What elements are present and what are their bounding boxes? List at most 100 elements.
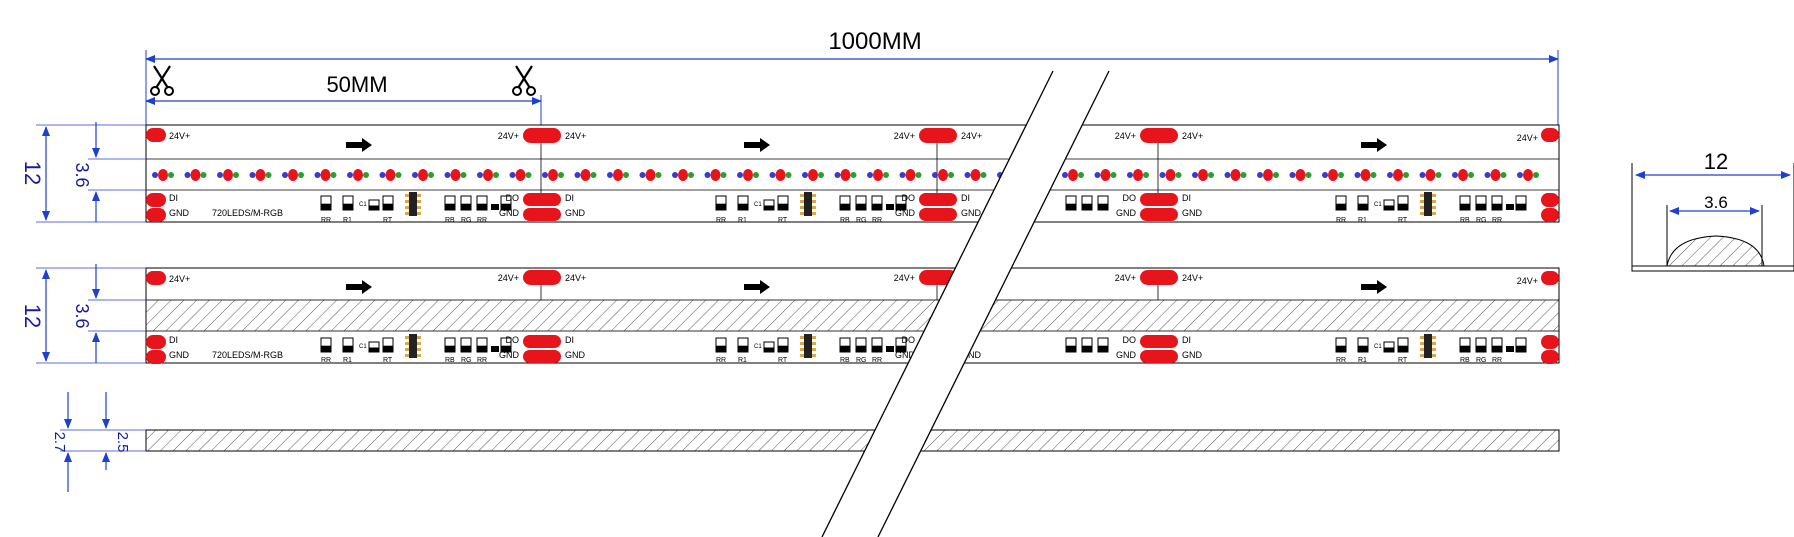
- driver-ic: [405, 192, 421, 216]
- height-outer-label: 2.7: [51, 432, 68, 453]
- rgb-led: [542, 169, 564, 181]
- pad-label-gnd: GND: [565, 350, 586, 360]
- pad-label-di: DI: [961, 193, 970, 203]
- rgb-led: [899, 169, 922, 181]
- component-label-rb: RB: [1460, 217, 1470, 224]
- rgb-led: [282, 169, 304, 181]
- rgb-led: [1387, 169, 1409, 181]
- rgb-led: [867, 169, 889, 181]
- component-label-rg: RG: [461, 357, 472, 364]
- solder-pad: [146, 208, 166, 222]
- component-label-rt: RT: [1398, 217, 1408, 224]
- rgb-led: [1094, 169, 1117, 181]
- pad-label-vplus: 24V+: [1182, 131, 1203, 141]
- component-label-rg: RG: [1476, 217, 1487, 224]
- solder-pad: [523, 350, 561, 363]
- solder-pad: [1541, 193, 1559, 207]
- arrow-right-icon: [1361, 280, 1387, 294]
- pad-label-gnd: GND: [499, 208, 520, 218]
- component-label-rg: RG: [856, 357, 867, 364]
- component-label-c1: C1: [1374, 344, 1382, 350]
- component-label-rr: RR: [716, 217, 726, 224]
- rgb-led: [1127, 169, 1149, 181]
- rgb-led: [477, 169, 499, 181]
- component-label-rb: RB: [840, 217, 850, 224]
- pad-label-gnd: GND: [169, 350, 190, 360]
- solder-pad: [1541, 271, 1559, 285]
- silicone-channel: [145, 299, 1560, 332]
- cut-length-dimension: 50MM: [145, 72, 542, 130]
- model-label: 720LEDS/M-RGB: [212, 350, 283, 360]
- rgb-led: [574, 169, 597, 181]
- rgb-led: [412, 169, 434, 181]
- component-label-r1: R1: [738, 357, 747, 364]
- pad-label-gnd: GND: [1116, 208, 1137, 218]
- rgb-led: [964, 169, 987, 181]
- pad-label-vplus: 24V+: [498, 273, 519, 283]
- pad-label-di: DI: [1182, 193, 1191, 203]
- pad-label-vplus: 24V+: [894, 273, 915, 283]
- pad-label-gnd: GND: [1182, 208, 1203, 218]
- solder-pad: [919, 270, 957, 285]
- solder-pad: [146, 193, 166, 207]
- component-label-rr: RR: [1336, 357, 1346, 364]
- rgb-led: [704, 169, 727, 181]
- component-label-rb: RB: [445, 357, 455, 364]
- driver-ic: [1420, 334, 1436, 358]
- solder-pad: [919, 128, 957, 143]
- solder-pad: [146, 271, 166, 285]
- solder-pad: [919, 208, 957, 221]
- profile-width-label: 12: [1704, 149, 1728, 174]
- rgb-led: [1484, 169, 1507, 181]
- solder-pad: [1541, 208, 1559, 222]
- pad-label-vplus: 24V+: [565, 131, 586, 141]
- rgb-led: [152, 169, 174, 181]
- component-label-c1: C1: [359, 202, 367, 208]
- pad-label-vplus: 24V+: [1182, 273, 1203, 283]
- rgb-led: [1257, 169, 1279, 181]
- pad-label-vplus: 24V+: [1517, 276, 1538, 286]
- solder-pad: [146, 350, 166, 364]
- rgb-led: [347, 169, 369, 181]
- total-length-dimension: 1000MM: [145, 28, 1559, 128]
- break-band: [822, 71, 1109, 537]
- pad-label-di: DI: [1182, 335, 1191, 345]
- driver-ic: [405, 334, 421, 358]
- silicone-width-label: 3.6: [72, 162, 92, 187]
- component-label-rr: RR: [321, 357, 331, 364]
- pad-label-di: DI: [565, 193, 574, 203]
- solder-pad: [1140, 335, 1178, 348]
- rgb-led: [1159, 169, 1182, 181]
- component-label-r1: R1: [738, 217, 747, 224]
- driver-ic: [800, 192, 816, 216]
- rgb-led: [509, 169, 532, 181]
- component-label-rt: RT: [383, 217, 393, 224]
- pad-label-di: DI: [565, 335, 574, 345]
- pad-label-gnd: GND: [499, 350, 520, 360]
- component-label-rt: RT: [383, 357, 393, 364]
- cut-length-label: 50MM: [326, 72, 387, 97]
- rgb-led: [1322, 169, 1344, 181]
- strip2-silicone-label: 3.6: [72, 303, 92, 328]
- pad-label-gnd: GND: [1182, 350, 1203, 360]
- pad-label-do: DO: [902, 193, 916, 203]
- component-label-c1: C1: [1374, 202, 1382, 208]
- pad-label-vplus: 24V+: [1115, 131, 1136, 141]
- solder-pad: [146, 128, 166, 142]
- strip2-width-label: 12: [20, 304, 45, 328]
- driver-ic: [800, 334, 816, 358]
- component-label-rg: RG: [1476, 357, 1487, 364]
- component-label-c1: C1: [359, 344, 367, 350]
- rgb-led: [1517, 169, 1539, 181]
- total-length-label: 1000MM: [828, 28, 921, 55]
- rgb-led: [1192, 169, 1214, 181]
- rgb-led: [1062, 169, 1084, 181]
- pad-label-gnd: GND: [961, 208, 982, 218]
- component-label-rr: RR: [1336, 217, 1346, 224]
- pad-label-vplus: 24V+: [169, 274, 190, 284]
- solder-pad: [523, 128, 561, 143]
- solder-pad: [1140, 128, 1178, 143]
- scissors-icon: [150, 65, 174, 96]
